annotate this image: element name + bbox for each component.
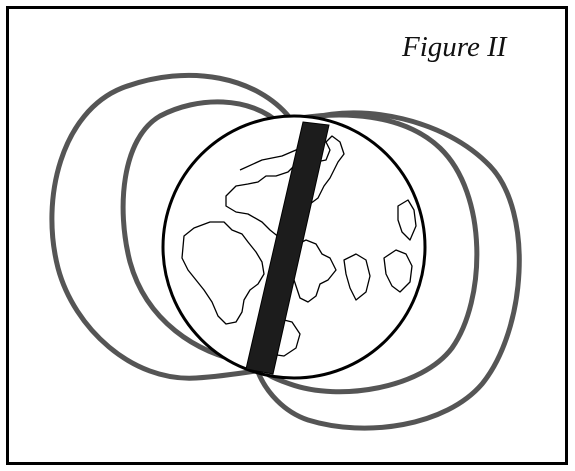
figure-title: Figure II <box>402 30 506 64</box>
